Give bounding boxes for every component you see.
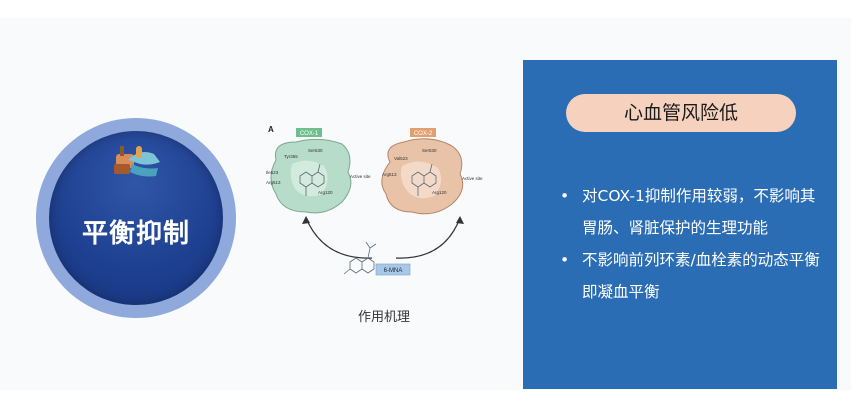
bullet-item-1: 对COX-1抑制作用较弱，不影响其胃肠、肾脏保护的生理功能 <box>560 180 826 244</box>
cox2-residue-1: Val523 <box>394 156 408 161</box>
panel-title-pill: 心血管风险低 <box>566 94 796 132</box>
cox2-residue-3: Arg513 <box>382 172 397 177</box>
cox1-residue-1: Ile523 <box>266 170 279 175</box>
bullet-list: 对COX-1抑制作用较弱，不影响其胃肠、肾脏保护的生理功能 不影响前列环素/血栓… <box>560 180 826 308</box>
center-molecule <box>343 241 377 275</box>
cox2-label-box <box>410 128 436 137</box>
cox1-residue-5: Arg120 <box>318 190 333 195</box>
cox1-active-site-label: Active site <box>350 174 371 179</box>
cox2-residue-4: Arg120 <box>432 190 447 195</box>
bullet-item-2: 不影响前列环素/血栓素的动态平衡即凝血平衡 <box>560 244 826 308</box>
cox1-residue-3: Arg513 <box>266 180 281 185</box>
cox2-molecule <box>411 163 437 196</box>
cox1-molecule <box>299 163 325 196</box>
cox2-label: COX-2 <box>414 131 433 137</box>
figure-caption: 作用机理 <box>357 310 410 325</box>
mechanism-figure: A COX-1 COX-2 Ile523 Ser530 Arg513 Tyr35… <box>266 125 483 276</box>
cox2-residue-2: Ser530 <box>422 148 437 153</box>
cox1-label: COX-1 <box>300 131 319 137</box>
cox1-residue-2: Ser530 <box>308 148 323 153</box>
hand-with-pill-icon <box>114 146 160 177</box>
arrow-to-cox2 <box>395 217 461 259</box>
cox1-residue-4: Tyr355 <box>284 154 298 159</box>
arrow-to-cox1 <box>305 217 373 259</box>
cox1-label-box <box>296 128 322 137</box>
center-label: 6-MNA <box>384 268 403 274</box>
figure-panel-letter: A <box>268 125 274 134</box>
badge-title: 平衡抑制 <box>81 219 190 249</box>
center-label-box <box>375 263 411 276</box>
cox2-active-site-label: Active site <box>462 176 483 181</box>
